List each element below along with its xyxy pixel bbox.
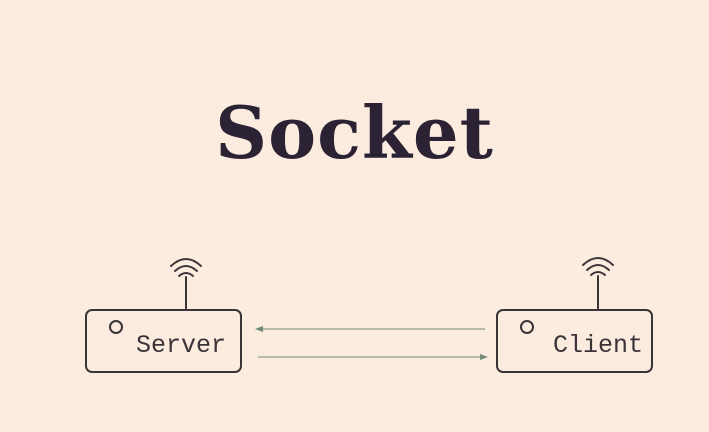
server-device: Server: [85, 258, 242, 373]
wifi-signal-icon: [582, 257, 614, 310]
server-box: [85, 309, 242, 373]
status-led-icon: [109, 320, 123, 334]
client-device: Client: [496, 257, 653, 373]
client-label: Client: [553, 331, 643, 360]
client-box: [496, 309, 653, 373]
server-label: Server: [136, 331, 226, 360]
wifi-signal-icon: [170, 258, 202, 310]
diagram-title: Socket: [215, 90, 494, 175]
status-led-icon: [520, 320, 534, 334]
